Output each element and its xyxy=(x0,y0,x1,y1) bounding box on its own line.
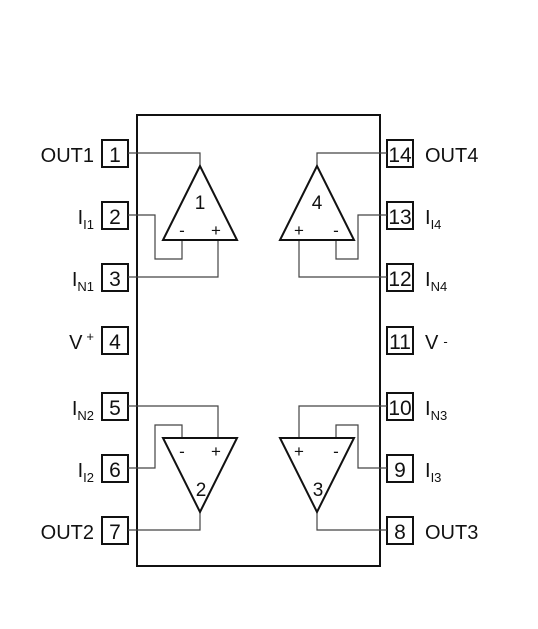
pin-4-name-main: V xyxy=(69,332,83,354)
pin-10-number: 10 xyxy=(388,397,411,420)
opamp-3: 3 + - xyxy=(278,437,356,515)
wire-pin9-amp3-minus xyxy=(335,424,387,469)
pin-10-name: IN3 xyxy=(425,398,447,423)
wire-pin1-out1 xyxy=(128,152,201,166)
opamp-1-plus-sign: + xyxy=(211,221,221,240)
pin-11-name: V- xyxy=(425,332,448,354)
opamp-1: 1 - + xyxy=(161,163,239,241)
pin-3-box xyxy=(101,263,129,292)
opamp-2: 2 - + xyxy=(161,437,239,515)
wire-pin14-out4 xyxy=(316,152,387,166)
pin-13-name: II4 xyxy=(425,207,441,232)
pin-5-number: 5 xyxy=(109,397,121,420)
opamp-2-triangle xyxy=(161,437,239,515)
wire-pin3-amp1-plus xyxy=(128,240,219,278)
pin-12-name: IN4 xyxy=(425,269,447,294)
pin-13-number: 13 xyxy=(388,206,411,229)
pin-8-number: 8 xyxy=(394,521,406,544)
pin-11-number: 11 xyxy=(389,331,411,354)
wire-pin5-amp2-plus xyxy=(128,405,219,438)
wire-pin8-out3 xyxy=(316,512,387,531)
pin-9-name-subscript: I3 xyxy=(431,470,442,485)
pin-2-box xyxy=(101,201,129,230)
pin-8-name: OUT3 xyxy=(425,522,478,544)
pin-6-number: 6 xyxy=(109,459,121,482)
opamp-4: 4 + - xyxy=(278,163,356,241)
pin-7-name: OUT2 xyxy=(41,522,94,544)
pin-12-number: 12 xyxy=(388,268,411,291)
opamp-3-minus-sign: - xyxy=(333,442,339,461)
pin-2-name-subscript: I1 xyxy=(83,217,94,232)
pin-13-name-subscript: I4 xyxy=(431,217,442,232)
opamp-2-number: 2 xyxy=(196,480,207,501)
pin-3-number: 3 xyxy=(109,268,121,291)
pin-4-number: 4 xyxy=(109,331,121,354)
opamp-1-number: 1 xyxy=(195,193,206,214)
pin-14-number: 14 xyxy=(388,144,412,167)
opamp-3-number: 3 xyxy=(313,480,324,501)
wire-pin13-amp4-minus xyxy=(335,214,387,260)
wire-pin2-amp1-minus xyxy=(128,214,183,260)
pin-6-name-subscript: I2 xyxy=(83,470,94,485)
pin-11-name-main: V xyxy=(425,332,439,354)
pin-5-name-subscript: N2 xyxy=(77,408,94,423)
pin-11-box xyxy=(386,326,414,355)
opamp-4-plus-sign: + xyxy=(294,221,304,240)
pin-2-name: II1 xyxy=(78,207,94,232)
opamp-2-plus-sign: + xyxy=(211,442,221,461)
pin-2-name-main: I xyxy=(78,207,84,229)
pin-9-box xyxy=(386,454,414,483)
pin-10-name-subscript: N3 xyxy=(431,408,448,423)
wire-pin7-out2 xyxy=(128,512,201,531)
pin-10-box xyxy=(386,392,414,421)
pin-13-name-main: I xyxy=(425,207,431,229)
ic-package-body xyxy=(136,114,381,567)
internal-wiring xyxy=(128,152,387,531)
pin-1-box xyxy=(101,139,129,168)
opamp-4-triangle xyxy=(278,163,356,241)
pin-2-number: 2 xyxy=(109,206,121,229)
pin-4-box xyxy=(101,326,129,355)
pin-8-box xyxy=(386,516,414,545)
left-pin-column xyxy=(101,139,129,545)
wire-pin12-amp4-plus xyxy=(298,240,387,278)
opamp-3-plus-sign: + xyxy=(294,442,304,461)
pin-10-name-main: I xyxy=(425,398,431,420)
opamp-1-triangle xyxy=(161,163,239,241)
pin-6-name-main: I xyxy=(78,460,84,482)
pin-4-name-superscript: + xyxy=(86,329,94,344)
pin-1-number: 1 xyxy=(109,144,121,167)
opamp-4-minus-sign: - xyxy=(333,221,339,240)
pin-5-name-main: I xyxy=(72,398,78,420)
pin-12-name-main: I xyxy=(425,269,431,291)
pin-4-name: V+ xyxy=(69,329,94,354)
pin-9-name: II3 xyxy=(425,460,441,485)
pin-9-number: 9 xyxy=(394,459,406,482)
opamp-4-number: 4 xyxy=(312,193,323,214)
wire-pin6-amp2-minus xyxy=(128,424,183,469)
wire-pin10-amp3-plus xyxy=(298,405,387,438)
pin-3-name-main: I xyxy=(72,269,78,291)
opamp-2-minus-sign: - xyxy=(179,442,185,461)
opamp-3-triangle xyxy=(278,437,356,515)
pin-5-name: IN2 xyxy=(72,398,94,423)
pin-3-name: IN1 xyxy=(72,269,94,294)
pin-14-name: OUT4 xyxy=(425,145,478,167)
opamp-1-minus-sign: - xyxy=(179,221,185,240)
pin-7-number: 7 xyxy=(109,521,121,544)
pin-5-box xyxy=(101,392,129,421)
pin-9-name-main: I xyxy=(425,460,431,482)
pin-12-name-subscript: N4 xyxy=(431,279,448,294)
pin-3-name-subscript: N1 xyxy=(77,279,94,294)
pin-6-name: II2 xyxy=(78,460,94,485)
pin-1-name: OUT1 xyxy=(41,145,94,167)
pin-11-name-superscript: - xyxy=(443,334,447,349)
